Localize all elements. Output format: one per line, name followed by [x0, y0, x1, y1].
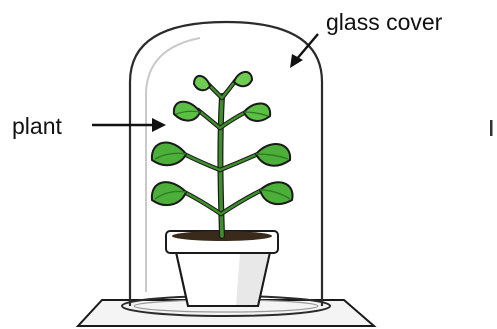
leaf [234, 72, 252, 86]
leaf [194, 76, 210, 90]
glass-cover-label: glass cover [326, 9, 443, 35]
plant-label: plant [12, 113, 62, 139]
leaf [260, 182, 293, 204]
leaf [256, 144, 290, 166]
flower-pot [166, 231, 278, 306]
leaf [152, 143, 186, 166]
leaf [244, 103, 270, 120]
leaf [152, 182, 186, 205]
leaf [174, 102, 200, 121]
plant [152, 72, 293, 236]
edge-mark [490, 120, 493, 136]
